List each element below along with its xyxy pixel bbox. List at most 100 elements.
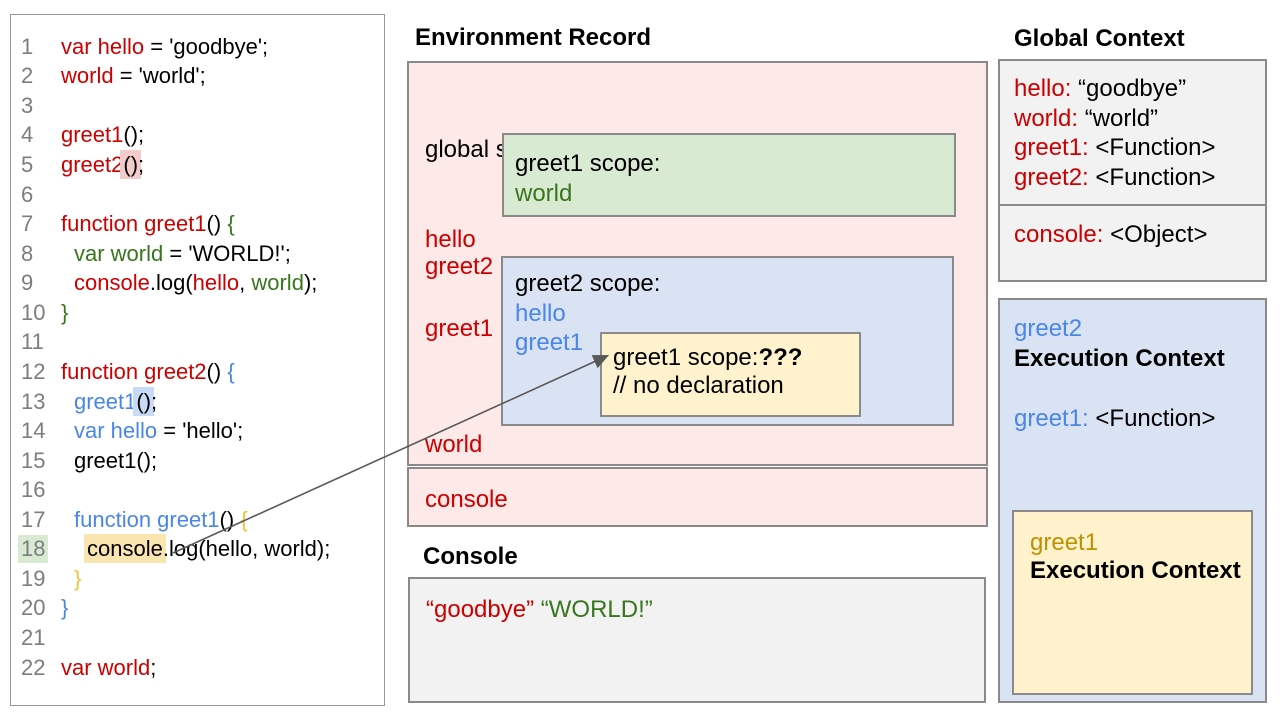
global-context-box: hello: “goodbye” world: “world” greet1: … [998, 59, 1267, 282]
context-key: hello: [1014, 75, 1072, 102]
code-token: world [61, 63, 114, 89]
no-declaration-comment: // no declaration [613, 372, 784, 399]
code-text: greet2(); [61, 150, 384, 180]
context-row: greet1: <Function> [1014, 404, 1265, 434]
line-number: 21 [21, 625, 46, 651]
scope-var: world [425, 431, 483, 458]
line-number: 5 [21, 152, 34, 178]
greet1-ec-name: greet1 [1030, 529, 1099, 556]
scope-var: greet2 [425, 253, 494, 280]
code-line: 3 [11, 91, 384, 121]
inner-scope-unknown: ??? [758, 344, 803, 371]
code-text: console.log(hello, world); [61, 534, 384, 564]
code-text: var world = 'WORLD!'; [61, 241, 384, 267]
greet1-scope-box: greet1 scope: world [502, 133, 956, 217]
code-text: } [61, 566, 384, 592]
code-token: var world [74, 240, 164, 266]
context-row: greet1: <Function> [1014, 133, 1265, 163]
code-token: () [206, 358, 228, 384]
code-token: () [133, 386, 155, 416]
code-token: { [240, 506, 248, 532]
line-number: 8 [21, 240, 34, 266]
greet2-execution-context-box: greet2 Execution Context greet1: <Functi… [998, 298, 1267, 703]
code-token: } [61, 595, 69, 621]
code-token: var hello [74, 418, 158, 444]
line-number: 19 [21, 565, 46, 591]
code-token: greet2 [61, 152, 124, 178]
code-line: 10} [11, 298, 384, 328]
code-line: 8 var world = 'WORLD!'; [11, 239, 384, 269]
code-token: = 'WORLD!'; [163, 240, 291, 266]
code-token: = 'goodbye'; [144, 33, 269, 59]
code-text: world = 'world'; [61, 63, 384, 89]
line-number: 22 [21, 654, 46, 680]
line-number: 10 [21, 299, 46, 325]
code-line: 16 [11, 475, 384, 505]
line-number: 9 [21, 270, 34, 296]
code-token: = 'world'; [113, 63, 206, 89]
code-token: ; [150, 654, 157, 680]
console-output-token: “goodbye” [426, 596, 535, 623]
code-token: var hello [61, 33, 145, 59]
context-row: greet2: <Function> [1014, 163, 1265, 193]
line-number: 2 [21, 63, 34, 89]
line-number: 12 [21, 358, 46, 384]
greet2-scope-label: greet2 scope: [515, 270, 661, 297]
global-context-console-section: console: <Object> [1000, 206, 1265, 250]
console-box: “goodbye” “WORLD!” [408, 577, 986, 703]
context-value: “goodbye” [1078, 75, 1187, 102]
console-output: “goodbye” “WORLD!” [426, 595, 984, 625]
scope-var: hello [515, 299, 566, 327]
scope-var: greet1 [515, 329, 584, 356]
code-text: console.log(hello, world); [61, 270, 384, 296]
code-token: } [74, 565, 82, 591]
code-line: 19} [11, 564, 384, 594]
code-token: greet1 [74, 388, 137, 414]
line-number: 6 [21, 181, 34, 207]
context-key: greet1: [1014, 405, 1089, 432]
scope-var: hello [425, 225, 476, 253]
console-title: Console [423, 543, 518, 570]
code-text: var hello = 'hello'; [61, 418, 384, 444]
code-token: greet1(); [74, 447, 158, 473]
code-token: (); [123, 122, 145, 148]
code-line: 20} [11, 594, 384, 624]
context-row: console: <Object> [1014, 220, 1265, 250]
context-value: <Function> [1095, 405, 1216, 432]
code-token: hello [192, 270, 240, 296]
line-number: 17 [21, 506, 46, 532]
inner-greet1-scope-box: greet1 scope:??? // no declaration [600, 332, 861, 417]
context-key: greet2: [1014, 163, 1089, 191]
scope-var: greet1 [425, 315, 494, 343]
code-token: } [61, 299, 69, 325]
code-line: 9 console.log(hello, world); [11, 269, 384, 299]
code-token: , [239, 270, 252, 296]
context-row: hello: “goodbye” [1014, 74, 1265, 104]
code-token: world [251, 270, 304, 296]
code-line: 21 [11, 623, 384, 653]
code-line: 13 greet1(); [11, 386, 384, 417]
code-token: ; [151, 388, 158, 414]
line-number: 18 [11, 535, 61, 564]
line-number: 14 [21, 418, 46, 444]
code-line: 5 greet2(); [11, 150, 384, 180]
code-token: function greet1 [61, 211, 207, 237]
code-text: greet1(); [61, 386, 384, 416]
line-number: 7 [21, 211, 34, 237]
code-token: ; [138, 152, 145, 178]
context-row: world: “world” [1014, 104, 1265, 134]
code-token: ); [303, 270, 318, 296]
line-number: 20 [21, 595, 46, 621]
scope-var: world [515, 179, 573, 207]
console-row-box: console [407, 467, 988, 527]
code-token: function greet2 [61, 358, 207, 384]
greet1-execution-context-box: greet1 Execution Context [1012, 510, 1253, 695]
context-value: “world” [1084, 104, 1159, 132]
code-token: function greet1 [74, 506, 220, 532]
line-number: 13 [21, 388, 46, 414]
line-number: 3 [21, 92, 34, 118]
console-var: console [425, 486, 508, 513]
